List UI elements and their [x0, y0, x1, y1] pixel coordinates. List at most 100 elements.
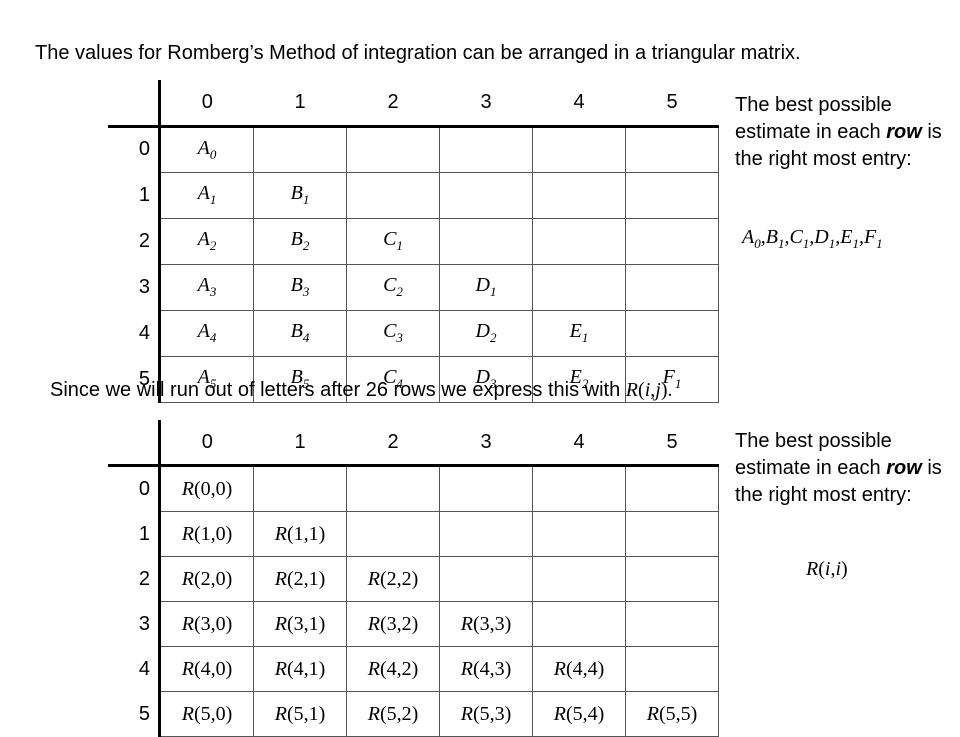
r-table-corner [108, 420, 161, 467]
intro-text: The values for Romberg’s Method of integ… [35, 42, 801, 64]
note-emphasis: row [886, 121, 922, 143]
r-table-cell: R(5,5) [625, 691, 719, 737]
letter-table-cell [346, 171, 440, 219]
r-table-cell [625, 646, 719, 692]
letter-table-cell: A4 [159, 309, 254, 357]
r-table-cell: R(5,4) [532, 691, 626, 737]
r-table-cell [532, 511, 626, 557]
r-table-col-header: 4 [532, 420, 626, 467]
letter-table-col-header: 4 [532, 80, 626, 128]
r-table-cell: R(3,1) [253, 601, 347, 647]
letter-table-cell: B5 [253, 355, 347, 403]
note-suffix: is the right most entry: [735, 457, 942, 506]
r-table-cell: R(2,2) [346, 556, 440, 602]
r-table-cell: R(4,2) [346, 646, 440, 692]
letter-table-corner [108, 80, 161, 128]
r-table-col-header: 3 [439, 420, 533, 467]
r-table-col-header: 2 [346, 420, 440, 467]
r-table-cell: R(3,2) [346, 601, 440, 647]
letter-table-cell [625, 217, 719, 265]
letter-table-cell: A1 [159, 171, 254, 219]
letter-table-cell [532, 171, 626, 219]
letter-table-row-header: 4 [108, 310, 161, 356]
letter-table-cell [625, 171, 719, 219]
r-table-cell: R(3,0) [159, 601, 254, 647]
best-estimate-answer-2: R(i,i) [806, 558, 848, 580]
letter-table-cell: C2 [346, 263, 440, 311]
letter-table-cell: A0 [159, 125, 254, 173]
r-table-col-header: 1 [253, 420, 347, 467]
r-table-cell [532, 465, 626, 512]
note-prefix: The best possible estimate in each [735, 94, 892, 143]
r-table-col-header: 0 [159, 420, 254, 467]
letter-table-row-header: 5 [108, 356, 161, 402]
letter-table-col-header: 0 [159, 80, 254, 128]
letter-table-cell [532, 125, 626, 173]
letter-table-cell: C3 [346, 309, 440, 357]
letter-table-cell: A2 [159, 217, 254, 265]
r-table-cell: R(4,4) [532, 646, 626, 692]
letter-table-cell: E1 [532, 309, 626, 357]
r-table-col-header: 5 [625, 420, 719, 467]
letter-table-cell: A3 [159, 263, 254, 311]
letter-table-cell: D3 [439, 355, 533, 403]
r-table-cell: R(4,3) [439, 646, 533, 692]
r-table-cell [439, 556, 533, 602]
note-prefix: The best possible estimate in each [735, 430, 892, 479]
letter-table-cell [532, 217, 626, 265]
r-table-cell [439, 465, 533, 512]
r-table-cell: R(5,0) [159, 691, 254, 737]
r-table-cell: R(4,1) [253, 646, 347, 692]
note-suffix: is the right most entry: [735, 121, 942, 170]
letter-table-cell: C4 [346, 355, 440, 403]
letter-table-col-header: 1 [253, 80, 347, 128]
letter-table-cell [625, 309, 719, 357]
letter-table-cell: A5 [159, 355, 254, 403]
since-text-math: R(i,j). [625, 379, 673, 401]
letter-table-cell: F1 [625, 355, 719, 403]
letter-table-cell [625, 263, 719, 311]
letter-table-cell [532, 263, 626, 311]
r-table-cell [625, 601, 719, 647]
r-table-cell [346, 511, 440, 557]
letter-table-row-header: 2 [108, 218, 161, 264]
letter-table-cell [253, 125, 347, 173]
r-table-row-header: 1 [108, 511, 161, 557]
letter-table-row-header: 1 [108, 172, 161, 218]
letter-table-cell: B2 [253, 217, 347, 265]
letter-table-col-header: 3 [439, 80, 533, 128]
r-table-cell: R(3,3) [439, 601, 533, 647]
r-table-cell [532, 556, 626, 602]
letter-table-cell: D2 [439, 309, 533, 357]
r-table-cell: R(2,0) [159, 556, 254, 602]
r-table-cell [346, 465, 440, 512]
letter-table-cell: B3 [253, 263, 347, 311]
r-table-row-header: 4 [108, 646, 161, 692]
r-table-cell [253, 465, 347, 512]
letter-table-cell [346, 125, 440, 173]
letter-table-cell [439, 171, 533, 219]
r-table-cell: R(1,1) [253, 511, 347, 557]
letter-table-cell [439, 217, 533, 265]
letter-table-cell [439, 125, 533, 173]
r-table-row-header: 0 [108, 465, 161, 512]
note-emphasis: row [886, 457, 922, 479]
r-table-row-header: 2 [108, 556, 161, 602]
letter-table-cell: C1 [346, 217, 440, 265]
since-text: Since we will run out of letters after 2… [50, 378, 672, 402]
letter-table-row-header: 3 [108, 264, 161, 310]
r-table-cell: R(2,1) [253, 556, 347, 602]
